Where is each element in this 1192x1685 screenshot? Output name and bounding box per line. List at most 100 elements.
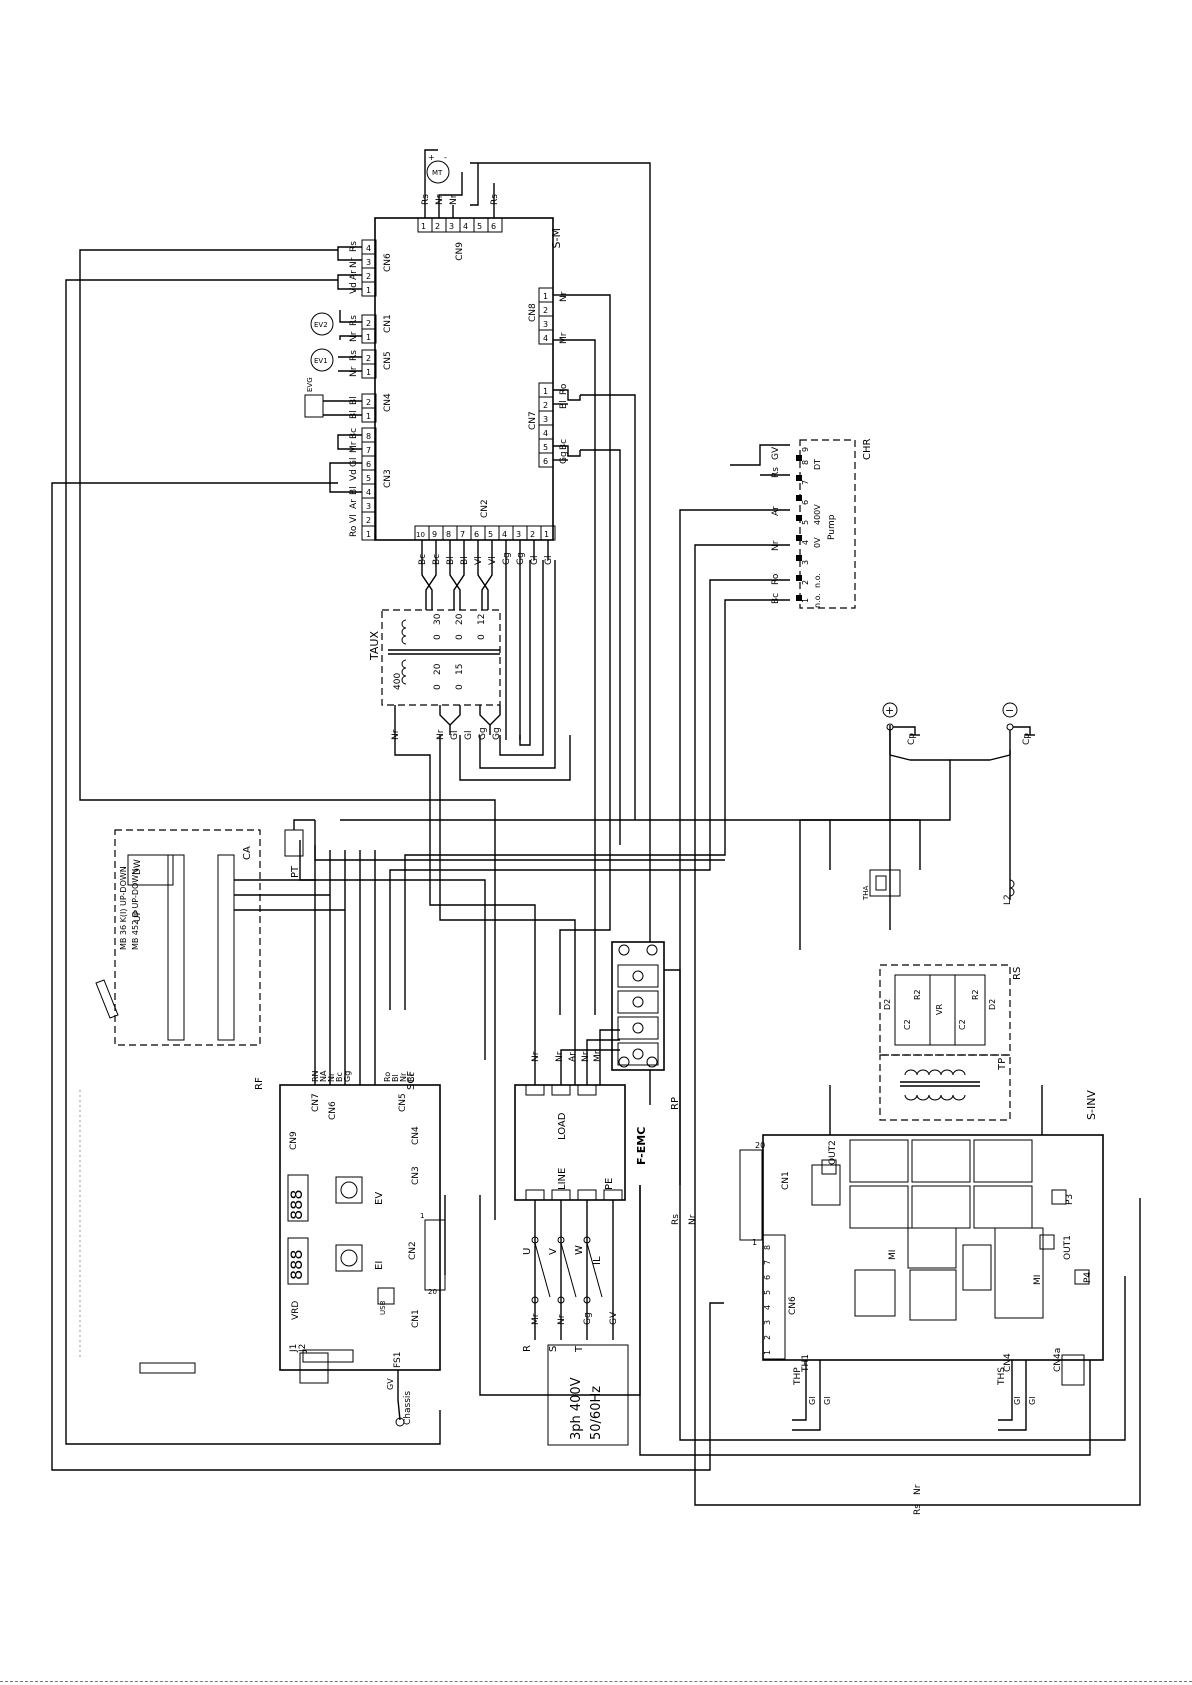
pt-switch: PT [284,819,315,878]
inv-cn6-pin-2: 2 [763,1335,772,1340]
cn5-wire-rs: Rs [349,350,359,361]
ev2-label: EV2 [314,321,328,329]
l2-label: L2 [1003,894,1013,905]
cb-j1-label: J1 [289,1344,299,1353]
cn3-label: CN3 [383,469,393,488]
cn3-pin-4: 4 [366,488,371,497]
display-1-frame [287,1174,309,1222]
rs-r2-1: R2 [913,989,922,1000]
taux-wire-gl-1: Gl [450,731,460,740]
cn9-pin-6: 6 [491,222,496,231]
cn3-pin-7: 7 [366,446,371,455]
inverter-label: S-INV [1085,1090,1098,1120]
phase-wire-mr: Mr [531,1313,541,1325]
cb-pin-20: 20 [428,1288,437,1296]
tha-label: THA [862,885,870,901]
femc-wire-nr-2: Nr [555,1051,565,1062]
inv-mi-1: MI [888,1250,898,1260]
cn2-wire-gl-1: Gl [530,556,540,565]
control-board: RF SCF CN9 CN6 CN7 CN5 CN4 CN3 CN2 CN1 J… [79,1070,446,1427]
rs-label: RS [1012,967,1023,980]
cn4-pin-1: 1 [366,412,371,421]
ei-knob[interactable] [335,1244,363,1272]
cb-ei-label: EI [374,1261,385,1270]
cb-cn6-label: CN6 [328,1101,338,1120]
inv-p4-label: P4 [1083,1272,1093,1283]
cn1-pin-2: 2 [366,319,371,328]
chr-terminal-3 [796,555,802,561]
main-board-s-m: S-M 1 2 3 4 5 6 CN9 Rs Nr Nr Rs MT [304,149,581,740]
femc-pe: PE [604,1178,615,1190]
taux-pri-0b: 0 [455,684,465,690]
cn1-label: CN1 [383,314,393,333]
taux-sec-30: 30 [433,613,443,625]
femc-wire-mr: Mr [593,1050,603,1062]
taux-sec-12: 12 [477,614,487,625]
cn2-wire-gg-1: Gg [502,552,512,565]
cn6-pin-4: 4 [366,244,371,253]
cn6-pin-1: 1 [366,286,371,295]
cn8-connector: 1 2 3 4 CN8 Nr Mr [528,287,569,345]
usb-port[interactable] [377,1287,395,1305]
cn5-pin-2: 2 [366,354,371,363]
femc-wire-nr-1: Nr [531,1051,541,1062]
cb-display-2: 888 [287,1249,306,1280]
inv-wire-nr: Nr [688,1214,698,1225]
cn2-pin-3: 3 [516,530,521,539]
ev-knob[interactable] [335,1176,363,1204]
chr-pin-4: 4 [801,540,810,545]
cb-wire-gg: Gg [343,1071,352,1082]
taux-sec-0c: 0 [477,634,487,640]
plus-label: + [885,704,894,717]
inv-wire-rs: Rs [671,1214,681,1225]
femc-wire-nr-3: Nr [581,1051,591,1062]
phase-t: T [574,1345,585,1353]
femc-load: LOAD [557,1112,568,1140]
cn2-pin-7: 7 [460,530,465,539]
inv-cn6-label: CN6 [788,1296,798,1315]
cn2-pin-5: 5 [488,530,493,539]
cn9-pin-3: 3 [449,222,454,231]
cn3-pin-1: 1 [366,530,371,539]
cn2-pin-1: 1 [544,530,549,539]
cn2-wire-bl-2: Bl [460,556,470,565]
ca-up: UP [133,909,143,922]
cn9-pin-2: 2 [435,222,440,231]
cn6-pin-3: 3 [366,258,371,267]
ca-dw: DW [133,859,143,875]
wire-runs [51,162,1141,1506]
cn5-connector: 2 1 CN5 Rs Nr EV1 [310,348,393,379]
gv-label: GV [386,1378,395,1390]
chassis-label: Chassis [403,1391,413,1425]
cn2-pin-2: 2 [530,530,535,539]
chr-pin-5: 5 [801,520,810,525]
cn9-connector: 1 2 3 4 5 6 CN9 Rs Nr Nr Rs [417,149,503,261]
inv-out2-label: OUT2 [828,1140,838,1165]
cn2-wire-gg-2: Gg [516,552,526,565]
cb-vrd-label: VRD [291,1301,301,1320]
taux-wire-nr-1: Nr [391,729,401,740]
cb-j1-header [299,1352,329,1384]
cn8-pin-3: 3 [543,320,548,329]
taux-pri-0a: 0 [433,684,443,690]
cn9-wire-rs-1: Rs [421,194,431,205]
cb-cn2-header [424,1219,446,1291]
scf-label: SCF [406,1071,417,1090]
chr-pin-3: 3 [801,560,810,565]
inv-cn6-pin-5: 5 [763,1290,772,1295]
inv-cn4-label: CN4 [1003,1353,1013,1372]
cb-cn7-label: CN7 [311,1093,321,1112]
cb-wire-nr: Nr [327,1072,336,1082]
cn4-connector: 2 1 CN4 Bl Bl EVG [304,377,393,423]
cn2-wire-vl-2: Vl [488,556,498,565]
cn3-wire-vl: Vl [349,514,359,523]
cb-wire-rn: RN [311,1070,320,1082]
cn9-wire-nr-2: Nr [449,194,459,205]
ev1-label: EV1 [314,357,328,365]
cb-cn5-wire-ro: Ro [383,1072,392,1082]
cn9-pin-1: 1 [421,222,426,231]
cn7-pin-2: 2 [543,401,548,410]
tp-transformer: TP [879,1054,1011,1121]
ca-remote: CA MB 36 K(I) UP-DOWN MB 452 D UP-DOWN D… [95,829,345,1046]
phase-il: IL [592,1256,603,1265]
